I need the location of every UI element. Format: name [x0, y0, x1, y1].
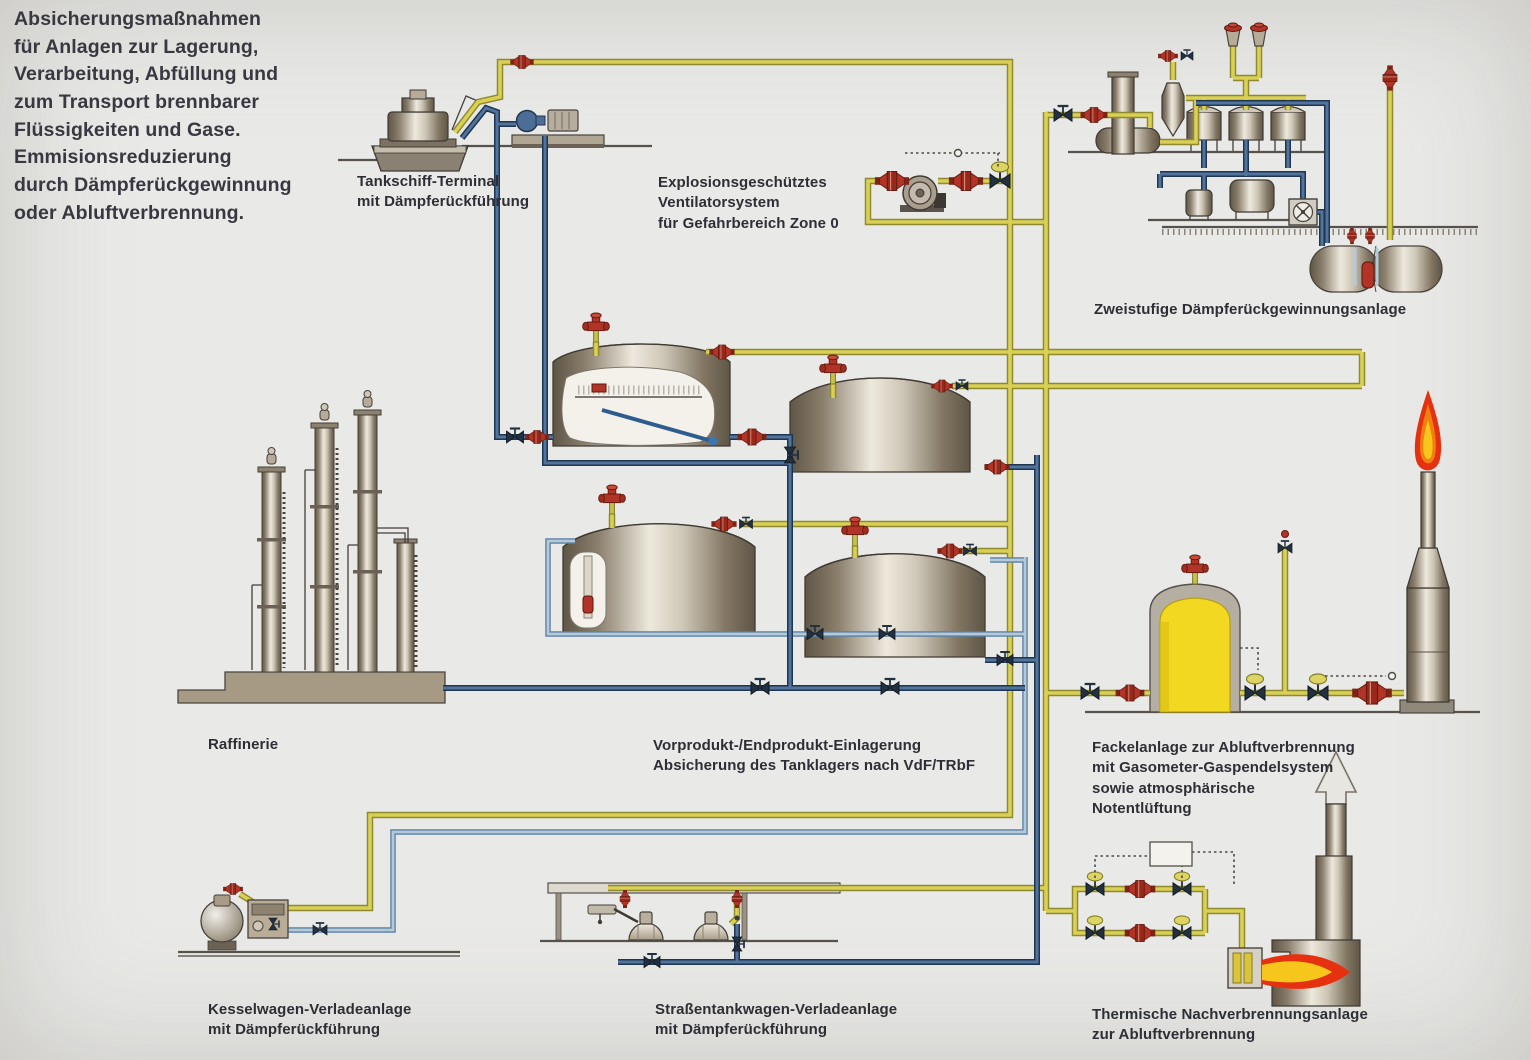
loading-arm — [587, 904, 740, 925]
loading-arm-frame — [451, 95, 481, 131]
tank-truck — [693, 911, 729, 941]
underground-tank — [1309, 245, 1443, 293]
refinery-columns — [177, 390, 446, 704]
label-ship-terminal: Tankschiff-Terminal mit Dämpferückführun… — [357, 173, 530, 211]
tank-ship — [371, 89, 481, 172]
label-afterburner: Thermische Nachverbrennungsanlage zur Ab… — [1092, 1006, 1368, 1044]
intro-text: Absicherungsmaßnahmen für Anlagen zur La… — [14, 8, 292, 224]
storage-tank-4 — [804, 553, 986, 658]
control-lines — [905, 148, 1397, 886]
valves-and-arresters — [222, 49, 1398, 969]
storage-tank-2 — [789, 377, 971, 473]
pump-unit — [511, 109, 605, 148]
storage-tank-3 — [562, 523, 756, 634]
burner-unit — [1227, 947, 1350, 989]
label-tank-storage: Vorprodukt-/Endprodukt-Einlagerung Absic… — [653, 737, 976, 775]
label-rail-loading: Kesselwagen-Verladeanlage mit Dämpferück… — [208, 1001, 412, 1039]
label-flare-system: Fackelanlage zur Abluftverbrennung mit G… — [1092, 739, 1355, 817]
label-road-loading: Straßentankwagen-Verladeanlage mit Dämpf… — [655, 1001, 898, 1039]
blower-icon — [1288, 198, 1318, 226]
loading-skid — [247, 899, 289, 939]
burner-flame-core-icon — [1262, 961, 1332, 983]
rail-tank-car — [200, 894, 244, 951]
flare-flame — [1414, 390, 1442, 471]
gasometer — [1149, 583, 1241, 713]
ventilator-fan — [900, 175, 946, 212]
control-box-icon — [1149, 841, 1193, 867]
label-ventilator-system: Explosionsgeschütztes Ventilatorsystem f… — [658, 174, 839, 232]
vapor-recovery-unit — [1095, 71, 1306, 220]
tank-truck — [628, 911, 664, 941]
roof-fitting-icon — [591, 383, 607, 393]
storage-tank-floating-roof — [552, 343, 731, 447]
floating-roof-drain-pipe — [601, 408, 713, 443]
label-refinery: Raffinerie — [208, 736, 279, 753]
vent-stack-icon — [1223, 22, 1243, 47]
vent-stack-icon — [1249, 22, 1269, 47]
submerged-pump-icon — [1361, 261, 1375, 289]
level-gauge-float-icon — [582, 595, 594, 614]
label-vapor-recovery: Zweistufige Dämpferückgewinnungsanlage — [1094, 301, 1407, 318]
flare-stack — [1399, 471, 1455, 714]
